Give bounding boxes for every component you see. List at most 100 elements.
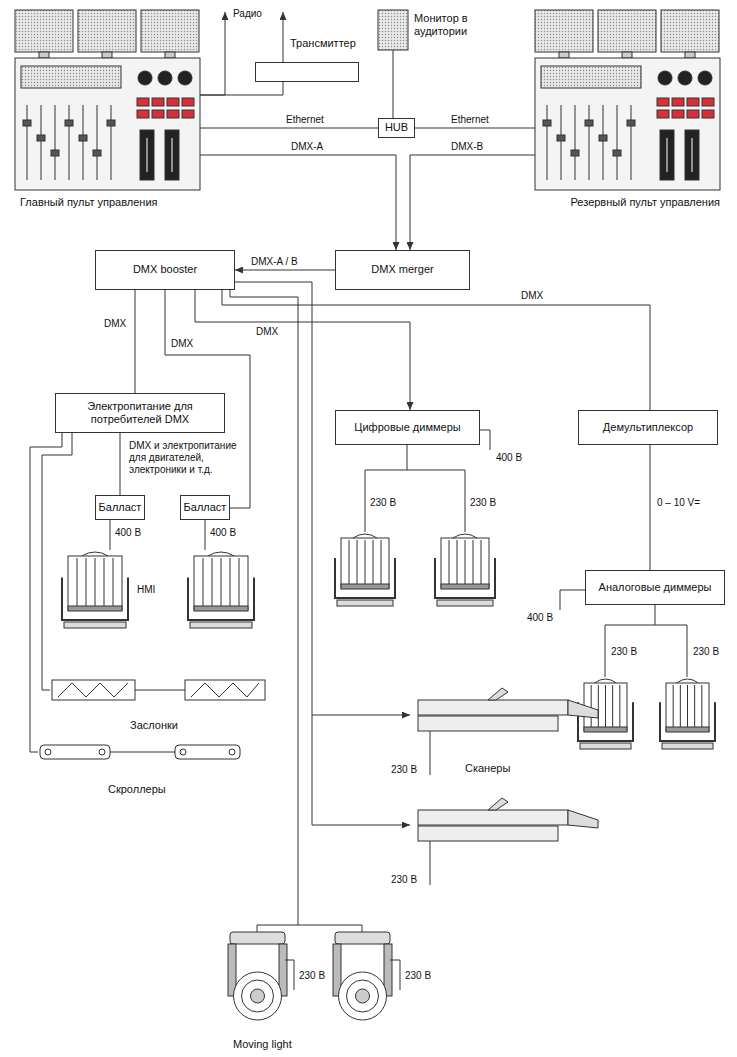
process-box: Электропитание для потребителей DMX <box>55 393 225 433</box>
power-wire <box>560 590 585 610</box>
fader-slot <box>83 105 84 180</box>
console-body <box>15 58 200 190</box>
node-text: DMX merger <box>371 263 433 276</box>
connector <box>200 82 283 95</box>
fader-slot <box>97 105 98 180</box>
power-wire <box>430 841 431 885</box>
connector <box>120 433 121 495</box>
fader-knob <box>107 120 115 126</box>
fader-slot <box>41 105 42 180</box>
console-button <box>137 110 149 118</box>
annotation-label: 400 В <box>114 527 142 539</box>
lamp-body <box>441 538 489 588</box>
node-text: Монитор в аудитории <box>414 12 506 38</box>
console-bar-line <box>147 138 148 172</box>
wire <box>655 605 656 625</box>
connector <box>235 282 410 715</box>
scroller-roll <box>99 749 105 755</box>
scanner-mirror <box>568 700 598 718</box>
annotation-label: 230 В <box>369 497 397 509</box>
lamp-yoke <box>335 558 395 598</box>
fader-slot <box>575 105 576 180</box>
lamp-slat <box>694 685 695 729</box>
edge-label: DMX-A / B <box>250 256 299 268</box>
moving-head-lens <box>339 972 387 1020</box>
power-wire <box>430 731 431 775</box>
lamp-band <box>341 584 389 589</box>
console-button <box>152 110 164 118</box>
wire <box>605 625 606 677</box>
edge-label: 0 – 10 V= <box>656 497 701 509</box>
node-text: Заслонки <box>130 719 178 732</box>
console-bar <box>685 130 699 180</box>
monitor-stand <box>622 52 632 58</box>
fader-slot <box>617 105 618 180</box>
scanner-body <box>418 700 568 715</box>
annotation-label: 400 В <box>495 452 523 464</box>
fader-slot <box>27 105 28 180</box>
monitor-stand <box>685 52 695 58</box>
connector <box>42 433 72 690</box>
connector <box>650 445 651 570</box>
fader-knob <box>557 135 565 141</box>
annotation-label: 230 В <box>404 970 432 982</box>
connector <box>230 290 298 925</box>
console-monitor <box>661 10 719 52</box>
lamp-body <box>666 683 709 731</box>
console-button <box>182 98 194 106</box>
wire <box>407 445 408 470</box>
console-button <box>152 98 164 106</box>
fader-slot <box>589 105 590 180</box>
console-bar <box>140 130 154 180</box>
connector <box>200 155 396 250</box>
moving-head-base <box>335 932 390 944</box>
lamp-slat <box>357 540 358 586</box>
scroller-roll <box>229 749 235 755</box>
lamp-slat <box>373 540 374 586</box>
node-text: Демультиплексор <box>603 421 693 434</box>
console-button <box>182 110 194 118</box>
fader-knob <box>79 135 87 141</box>
lamp-slat <box>203 558 204 608</box>
lamp-slat <box>591 685 592 729</box>
monitor-icon <box>378 10 408 50</box>
process-box: HUB <box>378 118 415 138</box>
node-text: Трансмиттер <box>290 37 356 50</box>
console-knob <box>698 71 712 85</box>
fader-knob <box>51 150 59 156</box>
process-box: Демультиплексор <box>578 410 718 445</box>
console-display <box>541 66 641 88</box>
process-box: Балласт <box>180 495 230 520</box>
lamp-foot <box>190 622 252 628</box>
lamp-slat <box>104 558 105 608</box>
node-text: DMX booster <box>133 263 197 276</box>
moving-head-lens <box>356 989 370 1003</box>
console-button <box>672 110 684 118</box>
wire <box>365 470 465 471</box>
edge-label: DMX <box>255 326 279 338</box>
wire <box>135 690 185 691</box>
fader-knob <box>93 150 101 156</box>
dmx-wire <box>257 925 258 932</box>
process-box: Аналоговые диммеры <box>585 570 725 605</box>
lamp-slat <box>113 558 114 608</box>
lamp-band <box>68 606 122 611</box>
console-button <box>672 98 684 106</box>
moving-head-lens <box>251 989 265 1003</box>
console-bar <box>165 130 179 180</box>
power-wire <box>110 520 111 550</box>
scanner-lever <box>488 798 508 810</box>
transmitter-arrow <box>283 12 284 62</box>
fader-slot <box>631 105 632 180</box>
lamp-slat <box>365 540 366 586</box>
annotation-label: 400 В <box>526 612 554 624</box>
annotation-label: 400 В <box>209 527 237 539</box>
connector <box>393 50 394 118</box>
wire <box>605 625 687 626</box>
lamp-slat <box>381 540 382 586</box>
console-body <box>535 58 720 190</box>
annotation-label: 230 В <box>390 764 418 776</box>
edge-label: DMX <box>103 318 127 330</box>
console-display <box>21 66 121 88</box>
monitor-stand <box>102 52 112 58</box>
